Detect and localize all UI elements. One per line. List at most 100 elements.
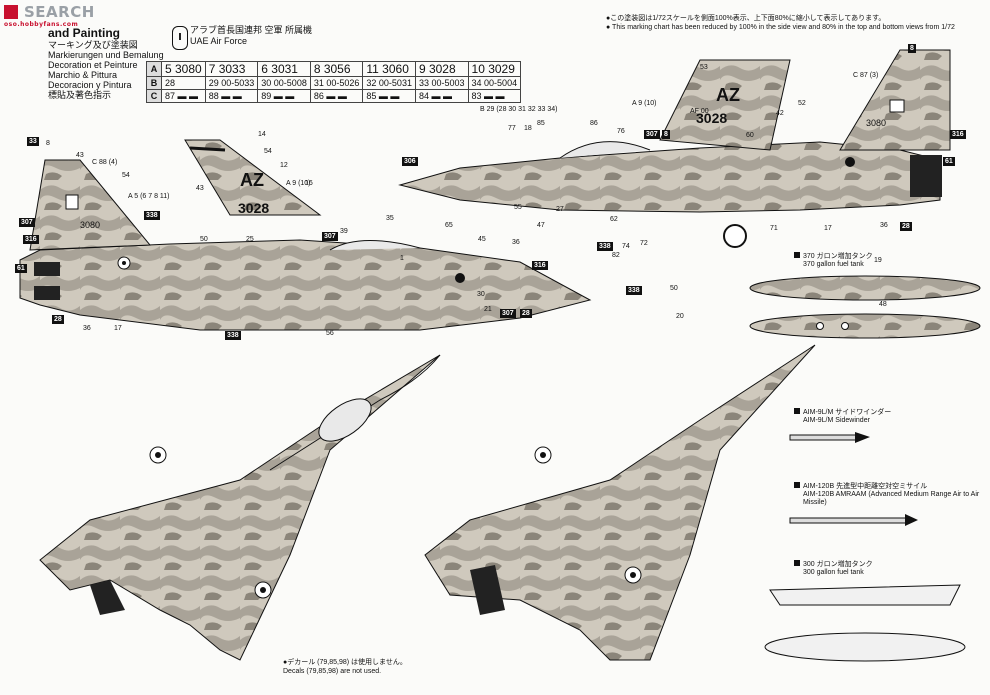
lang-line-2: Decoration et Peinture xyxy=(48,60,138,70)
serial-small-right: 3080 xyxy=(866,118,887,128)
callout: 36 xyxy=(512,239,520,246)
marking-marker: I xyxy=(172,26,188,50)
callout: 33 xyxy=(27,137,39,146)
callout: 56 xyxy=(326,330,334,337)
lang-line-1: Markierungen und Bemalung xyxy=(48,50,164,60)
callout: 86 xyxy=(590,120,598,127)
watermark-site: oso.hobbyfans.com xyxy=(4,21,79,28)
callout: A 9 (10) xyxy=(286,180,311,187)
lang-line-3: Marchio & Pittura xyxy=(48,70,118,80)
page-title: and Painting xyxy=(48,26,120,40)
callout: 35 xyxy=(386,215,394,222)
watermark-text: SEARCH xyxy=(24,3,95,21)
callout: 12 xyxy=(280,162,288,169)
callout: 52 xyxy=(798,100,806,107)
callout: 338 xyxy=(597,242,613,251)
callout: 72 xyxy=(640,240,648,247)
bottom-view xyxy=(424,344,816,661)
callout: C 88 (4) xyxy=(92,159,118,166)
callout: B 29 (28 30 31 32 33 34) xyxy=(480,106,558,113)
callout: 65 xyxy=(445,222,453,229)
lang-line-0: マーキング及び塗装図 xyxy=(48,40,138,50)
legend-tank-370: 370 ガロン増加タンク 370 gallon fuel tank xyxy=(794,252,873,269)
logo-icon xyxy=(4,5,18,19)
decal-note-jp: ●デカール (79,85,98) は使用しません。 xyxy=(283,659,407,666)
callout: 77 xyxy=(508,125,516,132)
bullet-icon xyxy=(794,408,800,414)
roundel-icon xyxy=(455,273,465,283)
callout: 43 xyxy=(196,185,204,192)
callout: 1 xyxy=(400,255,404,262)
legend-amraam: AIM-120B 先進型中距離空対空ミサイル AIM-120B AMRAAM (… xyxy=(794,482,990,507)
callout: 43 xyxy=(76,152,84,159)
callout: 20 xyxy=(676,313,684,320)
callout: 53 xyxy=(700,64,708,71)
row-label: C xyxy=(146,89,162,103)
callout: 30 xyxy=(477,291,485,298)
table-row: C 87 ▬ ▬ 88 ▬ ▬ 89 ▬ ▬ 86 ▬ ▬ 85 ▬ ▬ 84 … xyxy=(146,89,522,103)
callout: 54 xyxy=(264,148,272,155)
decal-note-en: Decals (79,85,98) are not used. xyxy=(283,668,382,675)
callout: 54 xyxy=(122,172,130,179)
callout: 316 xyxy=(950,130,966,139)
callout: 28 xyxy=(520,309,532,318)
callout: 17 xyxy=(824,225,832,232)
table-cell: 89 ▬ ▬ xyxy=(257,89,311,103)
row-label: A xyxy=(146,61,162,77)
callout: 47 xyxy=(537,222,545,229)
watermark: SEARCH oso.hobbyfans.com xyxy=(4,3,95,28)
table-cell: 88 ▬ ▬ xyxy=(204,89,259,103)
callout: 45 xyxy=(478,236,486,243)
table-cell: 11 3060 xyxy=(362,61,416,77)
wheel-icon xyxy=(723,224,747,248)
callout: 74 xyxy=(622,243,630,250)
callout: 18 xyxy=(524,125,532,132)
callout: 8 xyxy=(662,130,670,139)
callout: 36 xyxy=(880,222,888,229)
callout: 21 xyxy=(484,306,492,313)
air-force-en: UAE Air Force xyxy=(190,36,248,46)
callout: C 87 (3) xyxy=(853,72,879,79)
top-view xyxy=(39,354,441,661)
callout: 61 xyxy=(15,264,27,273)
callout: 55 xyxy=(514,204,522,211)
lang-line-5: 標貼及著色指示 xyxy=(48,90,112,100)
sidewinder-missile xyxy=(789,432,870,443)
callout: 60 xyxy=(746,132,754,139)
callout: 306 xyxy=(402,157,418,166)
callout: 307 xyxy=(322,232,338,241)
legend-tank-300: 300 ガロン増加タンク 300 gallon fuel tank xyxy=(794,560,873,577)
callout: 316 xyxy=(23,235,39,244)
scale-note-jp: ●この塗装図は1/72スケールを側面100%表示、上下面80%に縮小して表示して… xyxy=(606,15,886,22)
air-force-block: I アラブ首長国連邦 空軍 所属機 UAE Air Force xyxy=(172,25,312,50)
callout: 27 xyxy=(556,206,564,213)
left-side-view xyxy=(19,159,592,331)
bullet-icon xyxy=(794,482,800,488)
callout: 50 xyxy=(200,236,208,243)
callout: 16 xyxy=(305,180,313,187)
callout: 28 xyxy=(900,222,912,231)
callout: 28 xyxy=(52,315,64,324)
callout: 25 xyxy=(246,236,254,243)
bullet-icon xyxy=(794,560,800,566)
callout: 307 xyxy=(19,218,35,227)
callout: 17 xyxy=(114,325,122,332)
tail-detail xyxy=(184,139,322,216)
callout: 42 xyxy=(776,110,784,117)
fuel-tank-300 xyxy=(764,584,966,662)
callout: 316 xyxy=(532,261,548,270)
table-cell: 86 ▬ ▬ xyxy=(309,89,364,103)
callout: 307 xyxy=(500,309,516,318)
serial-code-table: A 5 3080 7 3033 6 3031 8 3056 11 3060 9 … xyxy=(146,61,522,103)
callout: 338 xyxy=(144,211,160,220)
callout: 71 xyxy=(770,225,778,232)
callout: 62 xyxy=(610,216,618,223)
callout: 14 xyxy=(258,131,266,138)
serial-small-left: 3080 xyxy=(80,220,101,230)
serial-left: 3028 xyxy=(238,200,270,216)
callout: 50 xyxy=(670,285,678,292)
lang-line-4: Decoracion y Pintura xyxy=(48,80,132,90)
scale-note-en: ● This marking chart has been reduced by… xyxy=(606,24,955,31)
right-side-view xyxy=(398,49,951,248)
